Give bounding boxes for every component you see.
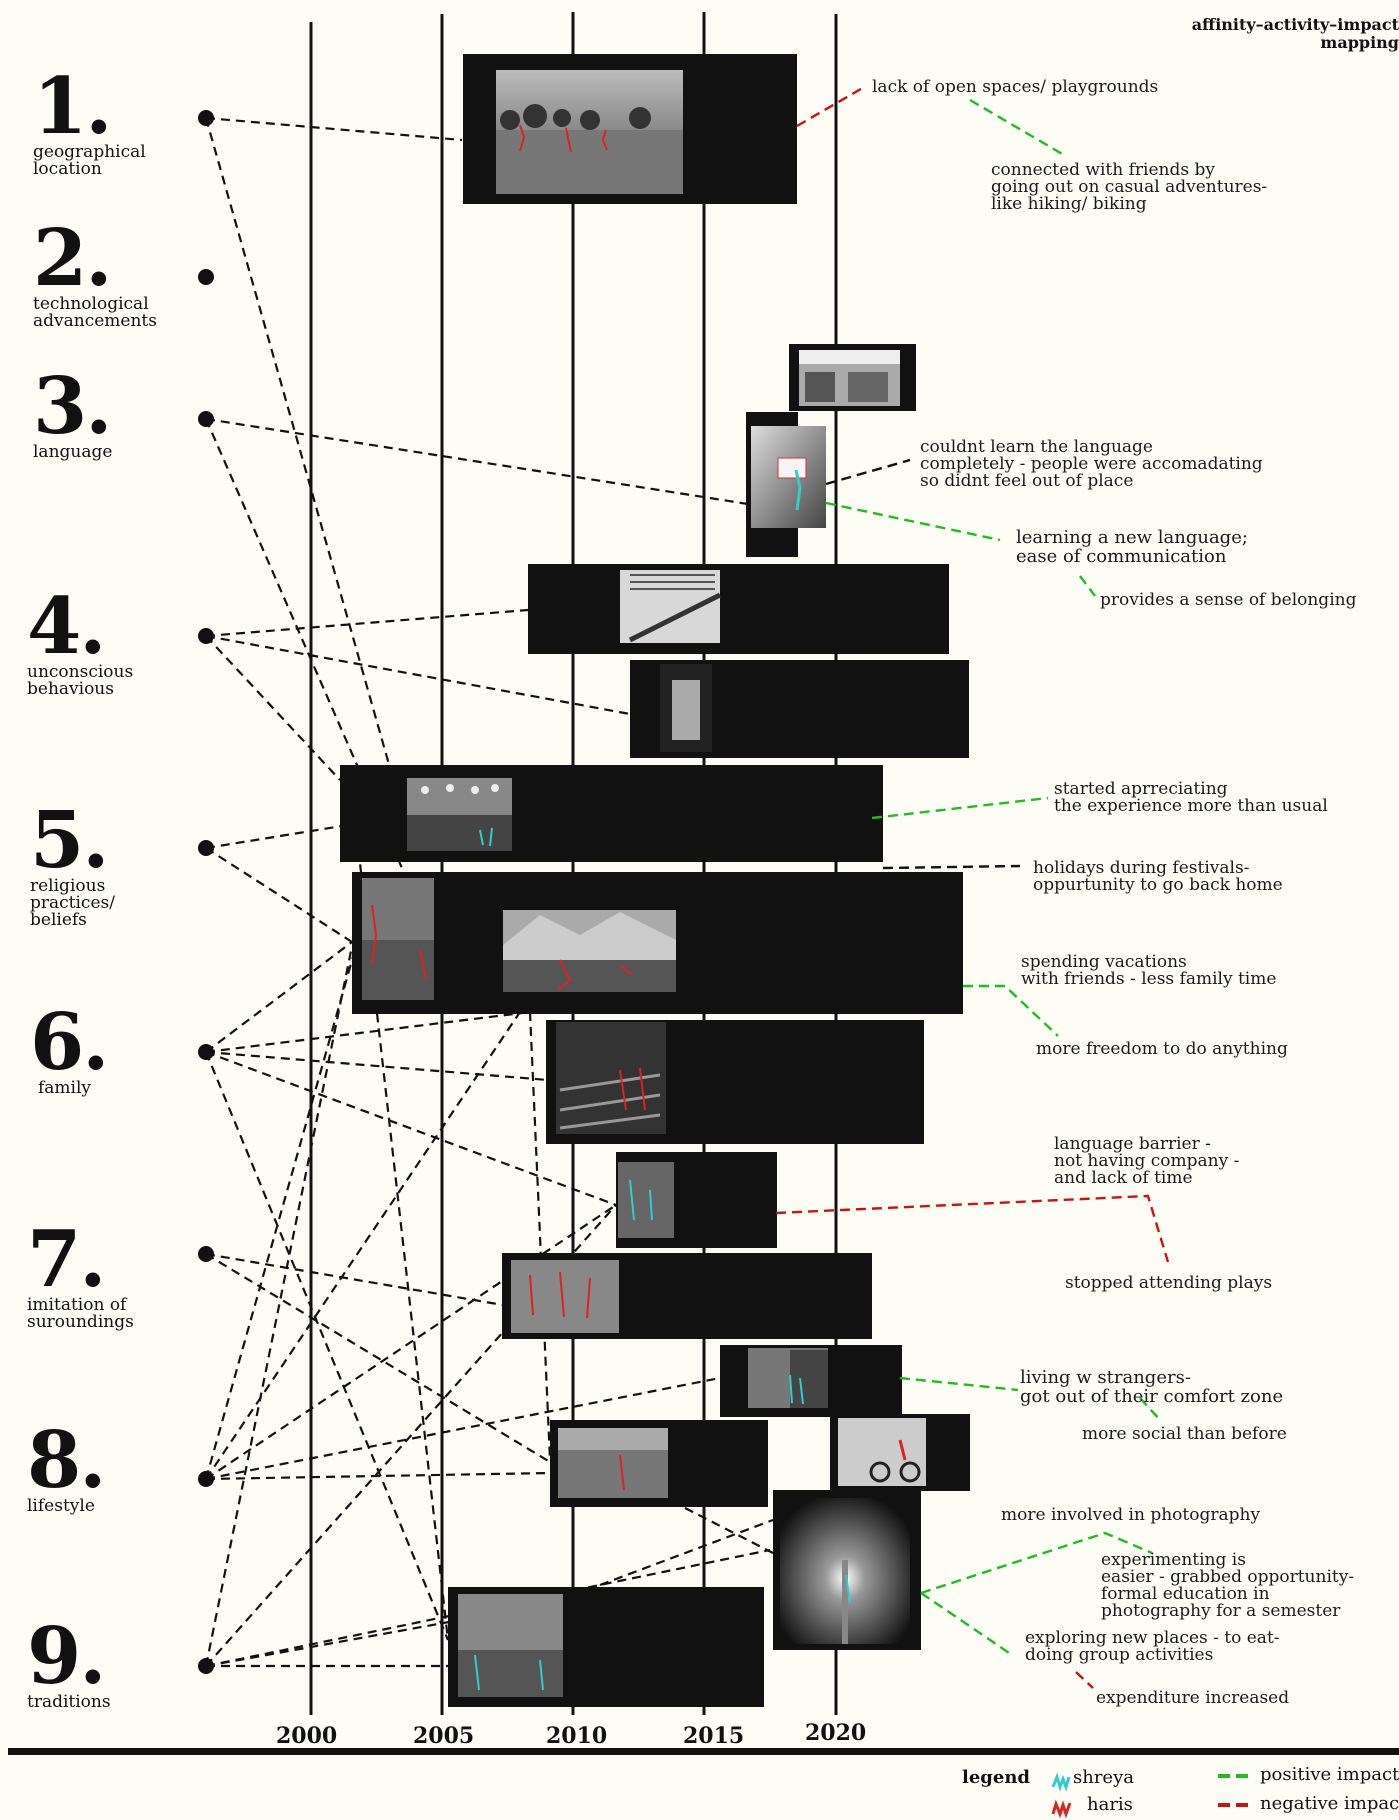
card-shopping (502, 1253, 872, 1339)
card-classroom (746, 412, 826, 557)
shreya-icon (1051, 1772, 1071, 1792)
factor-6: 6. family (30, 997, 109, 1098)
note-photography: more involved in photography (1001, 1505, 1261, 1525)
card-vacation (352, 872, 963, 1014)
factor-label: religious practices/ beliefs (30, 876, 115, 930)
factor-number: 9. (27, 1611, 106, 1702)
factor-number: 6. (30, 997, 109, 1088)
card-festival (340, 765, 883, 862)
year-label-2010: 2010 (546, 1723, 608, 1749)
factor-number: 7. (27, 1214, 106, 1305)
legend-graphics (1051, 1772, 1248, 1819)
legend-shreya: shreya (1073, 1767, 1134, 1788)
legend-positive: positive impact (1260, 1764, 1399, 1785)
factor-number: 8. (27, 1415, 106, 1506)
factor-label: language (33, 442, 113, 462)
factor-1: 1. geographical location (33, 61, 146, 179)
factor-2: 2. technological advancements (33, 213, 157, 331)
factor-dots (198, 110, 214, 1674)
factor-label: traditions (27, 1692, 111, 1712)
card-market (616, 1152, 777, 1248)
card-sunset (773, 1490, 921, 1650)
card-park (463, 54, 797, 204)
factor-number: 5. (30, 795, 109, 886)
factor-number: 1. (33, 61, 112, 152)
note-friends-adventures: connected with friends by going out on c… (991, 160, 1268, 214)
factor-9: 9. traditions (27, 1611, 111, 1712)
factor-8: 8. lifestyle (27, 1415, 106, 1516)
year-label-2000: 2000 (276, 1723, 338, 1749)
card-motorbike (830, 1414, 970, 1491)
factor-label: geographical location (33, 142, 146, 179)
legend-haris: haris (1087, 1794, 1133, 1815)
factor-label: imitation of suroundings (27, 1295, 134, 1332)
factor-label: lifestyle (27, 1496, 95, 1516)
note-exploring: exploring new places - to eat- doing gro… (1025, 1628, 1280, 1665)
connector-lines (204, 116, 774, 1668)
factor-3: 3. language (33, 361, 113, 462)
factor-number: 4. (27, 581, 106, 672)
factor-dot-2 (198, 269, 214, 285)
card-corridor (630, 660, 969, 758)
note-belonging: provides a sense of belonging (1100, 590, 1357, 610)
note-open-spaces: lack of open spaces/ playgrounds (872, 77, 1159, 97)
note-expenditure: expenditure increased (1096, 1688, 1290, 1708)
year-label-2015: 2015 (683, 1723, 745, 1749)
card-dorm (720, 1345, 902, 1417)
year-label-2020: 2020 (805, 1720, 867, 1746)
factor-number: 3. (33, 361, 112, 452)
card-shopfront (789, 344, 916, 411)
factor-number: 2. (33, 213, 112, 304)
note-appreciating: started aprreciating the experience more… (1054, 779, 1328, 816)
activity-cards (340, 54, 970, 1707)
note-experimenting: experimenting is easier - grabbed opport… (1101, 1550, 1355, 1621)
factor-5: 5. religious practices/ beliefs (30, 795, 115, 930)
year-label-2005: 2005 (413, 1723, 475, 1749)
factor-4: 4. unconscious behavious (27, 581, 134, 699)
card-theatre (546, 1020, 924, 1144)
impact-lines (775, 84, 1170, 1689)
note-more-social: more social than before (1082, 1424, 1287, 1444)
card-gathering (448, 1587, 764, 1707)
haris-icon (1051, 1799, 1072, 1819)
card-stairs (528, 564, 949, 654)
note-stopped-plays: stopped attending plays (1065, 1273, 1273, 1293)
note-new-language: learning a new language; ease of communi… (1016, 527, 1248, 567)
note-strangers: living w strangers- got out of their com… (1020, 1367, 1284, 1407)
note-language-barrier: language barrier - not having company - … (1054, 1134, 1240, 1188)
page-title: affinity–activity–impact mapping (1191, 15, 1399, 52)
bottom-rule (8, 1748, 1399, 1755)
legend-negative: negative impact (1260, 1793, 1399, 1814)
note-couldnt-learn: couldnt learn the language completely - … (920, 437, 1263, 491)
factor-label: family (38, 1078, 92, 1098)
note-freedom: more freedom to do anything (1036, 1039, 1288, 1059)
factor-label: technological advancements (33, 294, 157, 331)
legend-title: legend (962, 1767, 1031, 1788)
note-holidays: holidays during festivals- oppurtunity t… (1033, 858, 1283, 895)
note-vacations: spending vacations with friends - less f… (1021, 952, 1277, 989)
card-streetfood (550, 1420, 768, 1507)
factor-label: unconscious behavious (27, 662, 134, 699)
factor-7: 7. imitation of suroundings (27, 1214, 134, 1332)
